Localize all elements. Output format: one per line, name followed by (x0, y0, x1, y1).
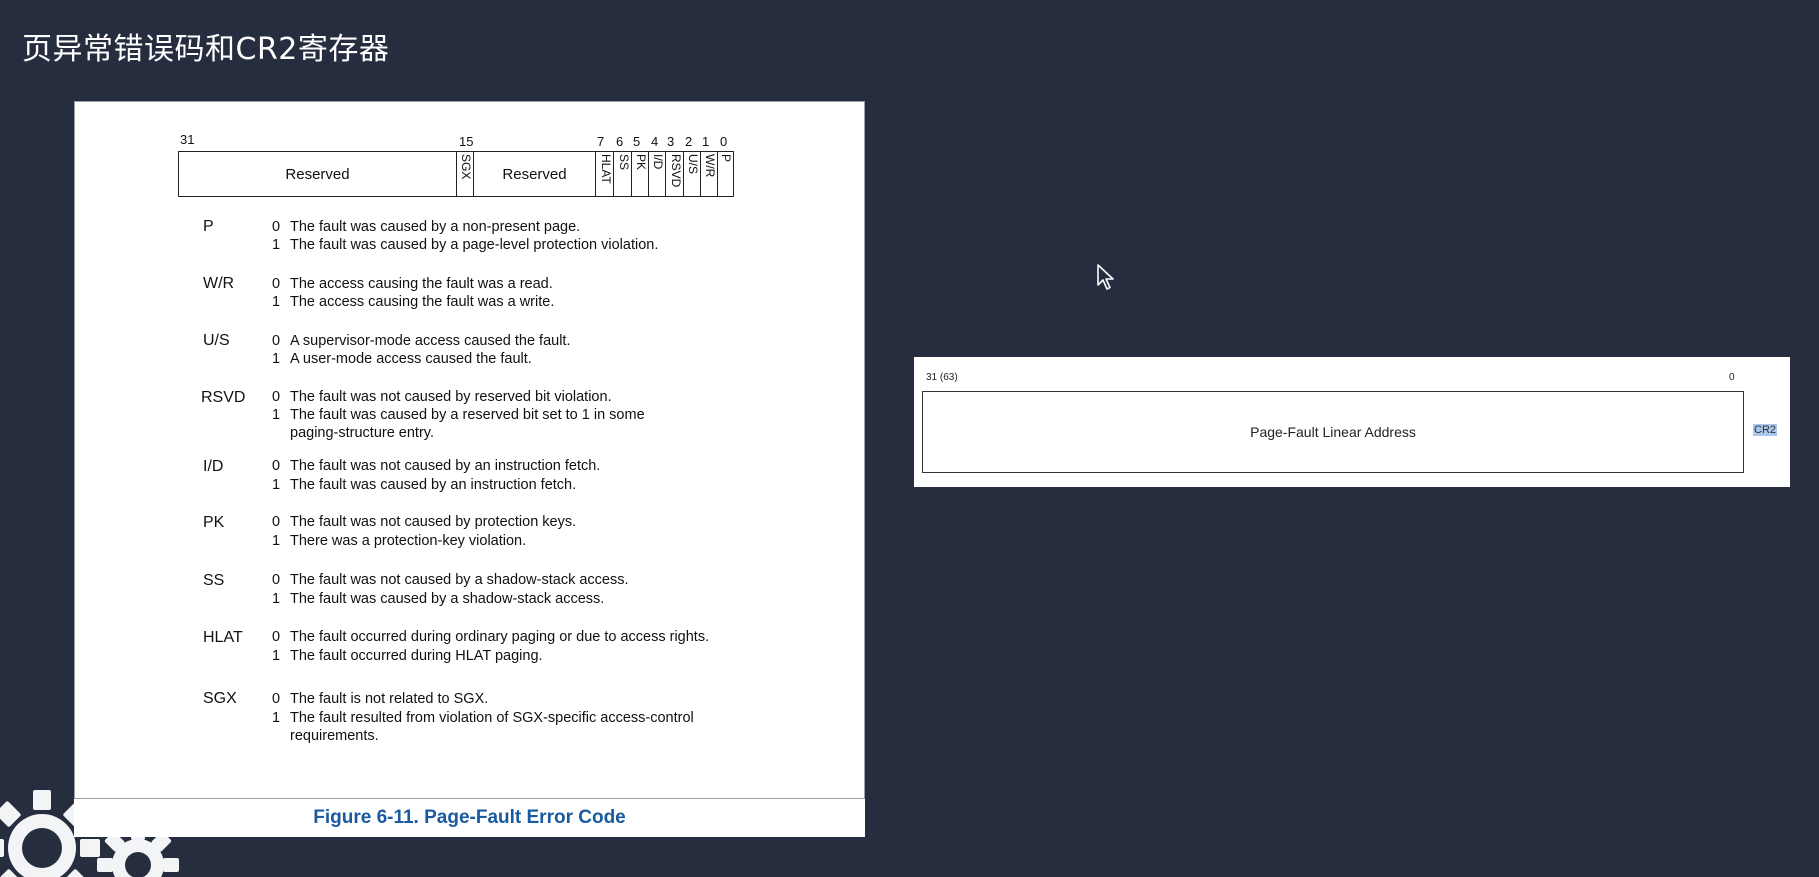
us-field: U/S (683, 152, 700, 196)
mouse-cursor-icon (1097, 264, 1114, 290)
bit-number-1: 1 (702, 134, 710, 149)
bit-number-31: 31 (180, 132, 195, 147)
bit-number-2: 2 (685, 134, 693, 149)
bit-number-3: 3 (667, 134, 675, 149)
definition-value-continued: requirements. (290, 728, 379, 744)
reserved-high-field: Reserved (285, 165, 350, 183)
slide-title: 页异常错误码和CR2寄存器 (22, 32, 390, 67)
figure-caption-strip: Figure 6-11. Page-Fault Error Code (74, 799, 865, 837)
reserved-low-field: Reserved (473, 152, 595, 196)
definition-name: I/D (203, 458, 224, 475)
definition-name: SGX (203, 690, 237, 707)
bit-number-7: 7 (597, 134, 605, 149)
figure-caption: Figure 6-11. Page-Fault Error Code (313, 807, 626, 828)
pk-field: PK (631, 152, 648, 196)
id-field: I/D (648, 152, 665, 196)
sgx-field: SGX (456, 152, 473, 196)
rsvd-field: RSVD (665, 152, 683, 196)
cr2-register-figure: 31 (63) 0 Page-Fault Linear Address CR2 (914, 357, 1790, 487)
bit-number-6: 6 (616, 134, 624, 149)
bit-number-5: 5 (633, 134, 641, 149)
definition-name: RSVD (201, 389, 246, 406)
definition-value-continued: paging-structure entry. (290, 425, 434, 441)
definition-name: HLAT (203, 629, 243, 646)
gear-icon (0, 790, 179, 877)
cr2-high-bit: 31 (63) (926, 372, 958, 383)
ss-field: SS (613, 152, 631, 196)
p-field: P (717, 152, 733, 196)
wr-field: W/R (700, 152, 717, 196)
error-code-register: Reserved SGX Reserved HLAT SS PK I/D RSV… (178, 151, 734, 197)
definition-name: U/S (203, 332, 230, 349)
error-code-figure: 31 15 7 6 5 4 3 2 1 0 Reserved SGX Reser… (74, 101, 865, 799)
cr2-low-bit: 0 (1729, 372, 1735, 383)
definition-name: PK (203, 514, 225, 531)
cr2-linear-address-field: Page-Fault Linear Address (922, 391, 1744, 473)
definition-name: W/R (203, 275, 235, 292)
bit-number-4: 4 (651, 134, 659, 149)
bit-number-0: 0 (720, 134, 728, 149)
bit-number-15: 15 (459, 134, 474, 149)
hlat-field: HLAT (595, 152, 613, 196)
definition-name: SS (203, 572, 225, 589)
cr2-register-label[interactable]: CR2 (1753, 424, 1778, 436)
definition-name: P (203, 218, 214, 235)
